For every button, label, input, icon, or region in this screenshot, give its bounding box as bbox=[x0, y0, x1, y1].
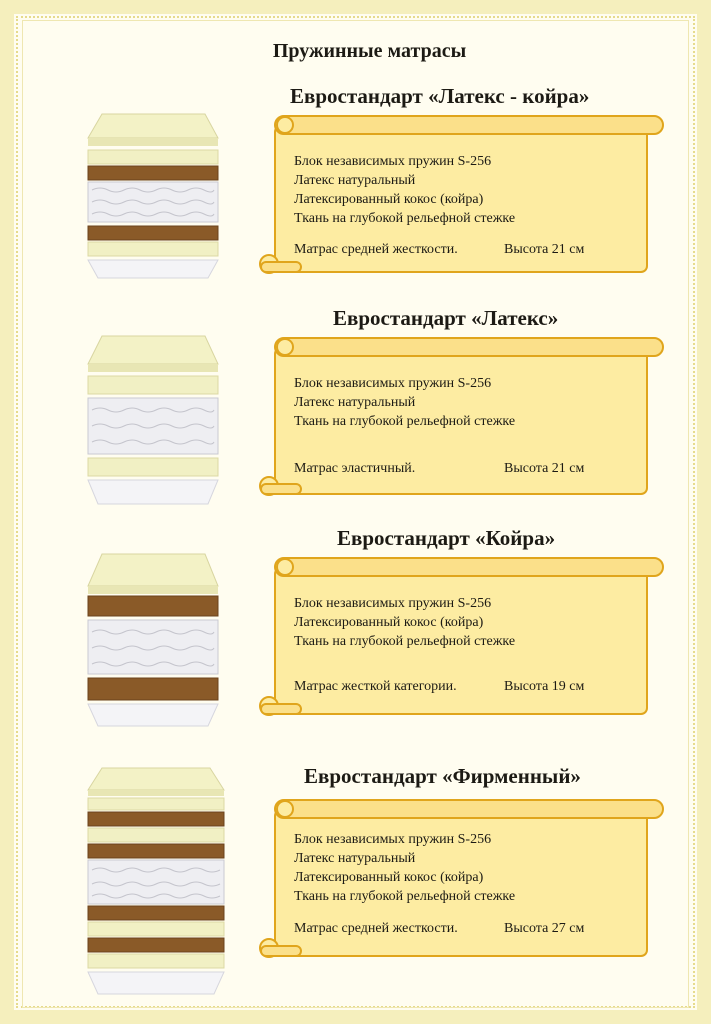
feature-item: Блок независимых пружин S-256 bbox=[294, 596, 492, 611]
section-title-latex-coir: Евростандарт «Латекс - койра» bbox=[290, 84, 590, 108]
feature-list: Блок независимых пружин S-256 Латекс нат… bbox=[294, 374, 515, 431]
feature-item: Ткань на глубокой рельефной стежке bbox=[294, 889, 516, 904]
mattress-footer: Матрас эластичный. Высота 21 см bbox=[294, 461, 584, 477]
scroll-card-signature: Блок независимых пружин S-256 Латекс нат… bbox=[257, 798, 667, 961]
mattress-latex-image bbox=[87, 335, 219, 505]
feature-item: Блок независимых пружин S-256 bbox=[294, 376, 492, 391]
feature-item: Ткань на глубокой рельефной стежке bbox=[294, 634, 516, 649]
scroll-card-latex: Блок независимых пружин S-256 Латекс нат… bbox=[257, 336, 667, 499]
feature-item: Латексированный кокос (койра) bbox=[294, 192, 484, 207]
mattress-footer: Матрас средней жесткости. Высота 27 см bbox=[294, 921, 584, 937]
section-title-latex: Евростандарт «Латекс» bbox=[333, 306, 559, 330]
mattress-footer: Матрас средней жесткости. Высота 21 см bbox=[294, 242, 584, 258]
feature-item: Блок независимых пружин S-256 bbox=[294, 154, 492, 169]
feature-item: Латекс натуральный bbox=[294, 851, 416, 866]
mattress-height: Высота 27 см bbox=[504, 921, 585, 936]
firmness-description: Матрас средней жесткости. bbox=[294, 242, 458, 257]
scroll-card-coir: Блок независимых пружин S-256 Латексиров… bbox=[257, 556, 667, 719]
feature-item: Латексированный кокос (койра) bbox=[294, 870, 484, 885]
feature-item: Блок независимых пружин S-256 bbox=[294, 832, 492, 847]
scroll-card-latex-coir: Блок независимых пружин S-256 Латекс нат… bbox=[257, 114, 667, 277]
feature-item: Ткань на глубокой рельефной стежке bbox=[294, 414, 516, 429]
section-title-signature: Евростандарт «Фирменный» bbox=[304, 764, 581, 788]
firmness-description: Матрас жесткой категории. bbox=[294, 679, 457, 694]
firmness-description: Матрас эластичный. bbox=[294, 461, 416, 476]
section-title-coir: Евростандарт «Койра» bbox=[337, 526, 556, 550]
feature-item: Латексированный кокос (койра) bbox=[294, 615, 484, 630]
feature-list: Блок независимых пружин S-256 Латекс нат… bbox=[294, 152, 515, 228]
feature-list: Блок независимых пружин S-256 Латекс нат… bbox=[294, 830, 515, 906]
feature-item: Ткань на глубокой рельефной стежке bbox=[294, 211, 516, 226]
page-title: Пружинные матрасы bbox=[272, 40, 467, 62]
mattress-signature-image bbox=[87, 767, 225, 995]
mattress-height: Высота 19 см bbox=[504, 679, 585, 694]
mattress-height: Высота 21 см bbox=[504, 461, 585, 476]
mattress-latex-coir-image bbox=[87, 113, 219, 279]
feature-item: Латекс натуральный bbox=[294, 395, 416, 410]
firmness-description: Матрас средней жесткости. bbox=[294, 921, 458, 936]
feature-item: Латекс натуральный bbox=[294, 173, 416, 188]
inner-frame bbox=[22, 20, 689, 1008]
mattress-height: Высота 21 см bbox=[504, 242, 585, 257]
feature-list: Блок независимых пружин S-256 Латексиров… bbox=[294, 594, 515, 651]
mattress-coir-image bbox=[87, 553, 219, 727]
mattress-footer: Матрас жесткой категории. Высота 19 см bbox=[294, 679, 584, 695]
